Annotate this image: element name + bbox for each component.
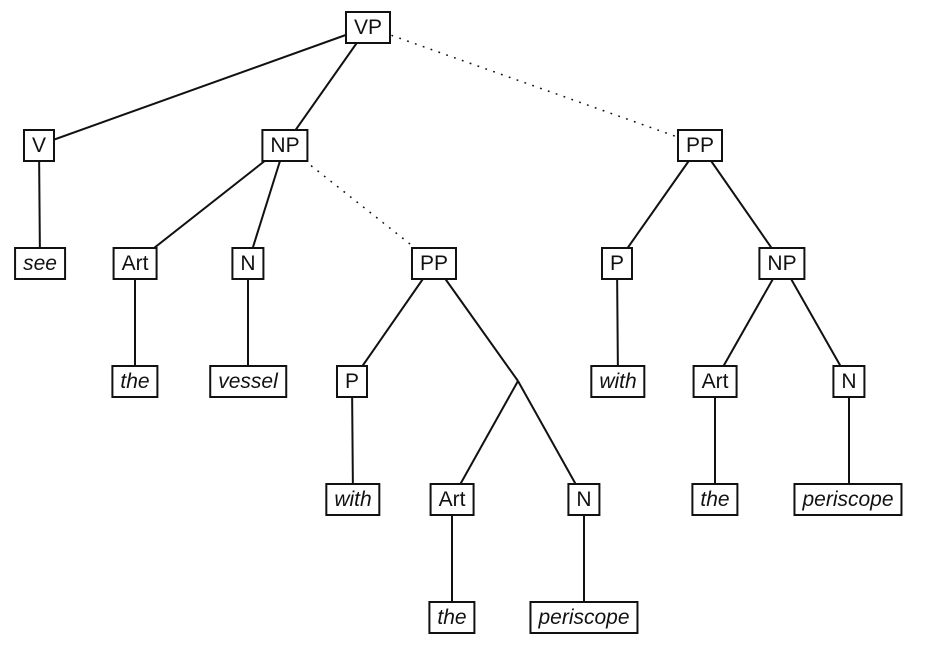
edge-vp-v [38,26,369,146]
edge-np-n [247,144,286,264]
edge-np-art [134,144,286,264]
node-word-see: see [14,247,66,280]
node-n-right: N [832,365,866,398]
node-pp-right: PP [676,129,724,162]
node-np-main: NP [261,129,309,162]
node-n-mid: N [567,483,601,516]
edge-p-mid-with [351,380,354,500]
edge-p-right-with [616,262,619,382]
edge-np-right-art [714,262,783,382]
node-word-periscope-right: periscope [793,483,903,516]
edge-dotted-np-pp [284,144,435,264]
node-np-right: NP [758,247,806,280]
edge-pp-right-np [699,144,783,264]
edge-np-right-n [781,262,850,382]
node-p-mid: P [335,365,369,398]
node-pp-mid: PP [410,247,458,280]
edge-pp-mid-np [433,262,519,382]
node-word-periscope-mid: periscope [529,601,639,634]
node-word-with-right: with [590,365,646,398]
node-art-main: Art [112,247,158,280]
edge-dotted-vp-pp [367,26,701,146]
node-n-main: N [231,247,265,280]
edge-np-mid-n [517,380,585,500]
node-word-vessel: vessel [209,365,287,398]
node-art-mid: Art [429,483,475,516]
node-art-right: Art [692,365,738,398]
node-p-right: P [600,247,634,280]
node-word-with-mid: with [325,483,381,516]
edge-v-see [38,144,41,264]
edge-pp-right-p [616,144,701,264]
node-v: V [22,129,56,162]
edge-vp-np [284,26,369,146]
node-vp: VP [344,11,392,44]
edge-np-mid-art [451,380,519,500]
node-word-the-mid: the [428,601,476,634]
node-word-the-main: the [111,365,159,398]
edge-pp-mid-p [351,262,435,382]
node-word-the-right: the [691,483,739,516]
